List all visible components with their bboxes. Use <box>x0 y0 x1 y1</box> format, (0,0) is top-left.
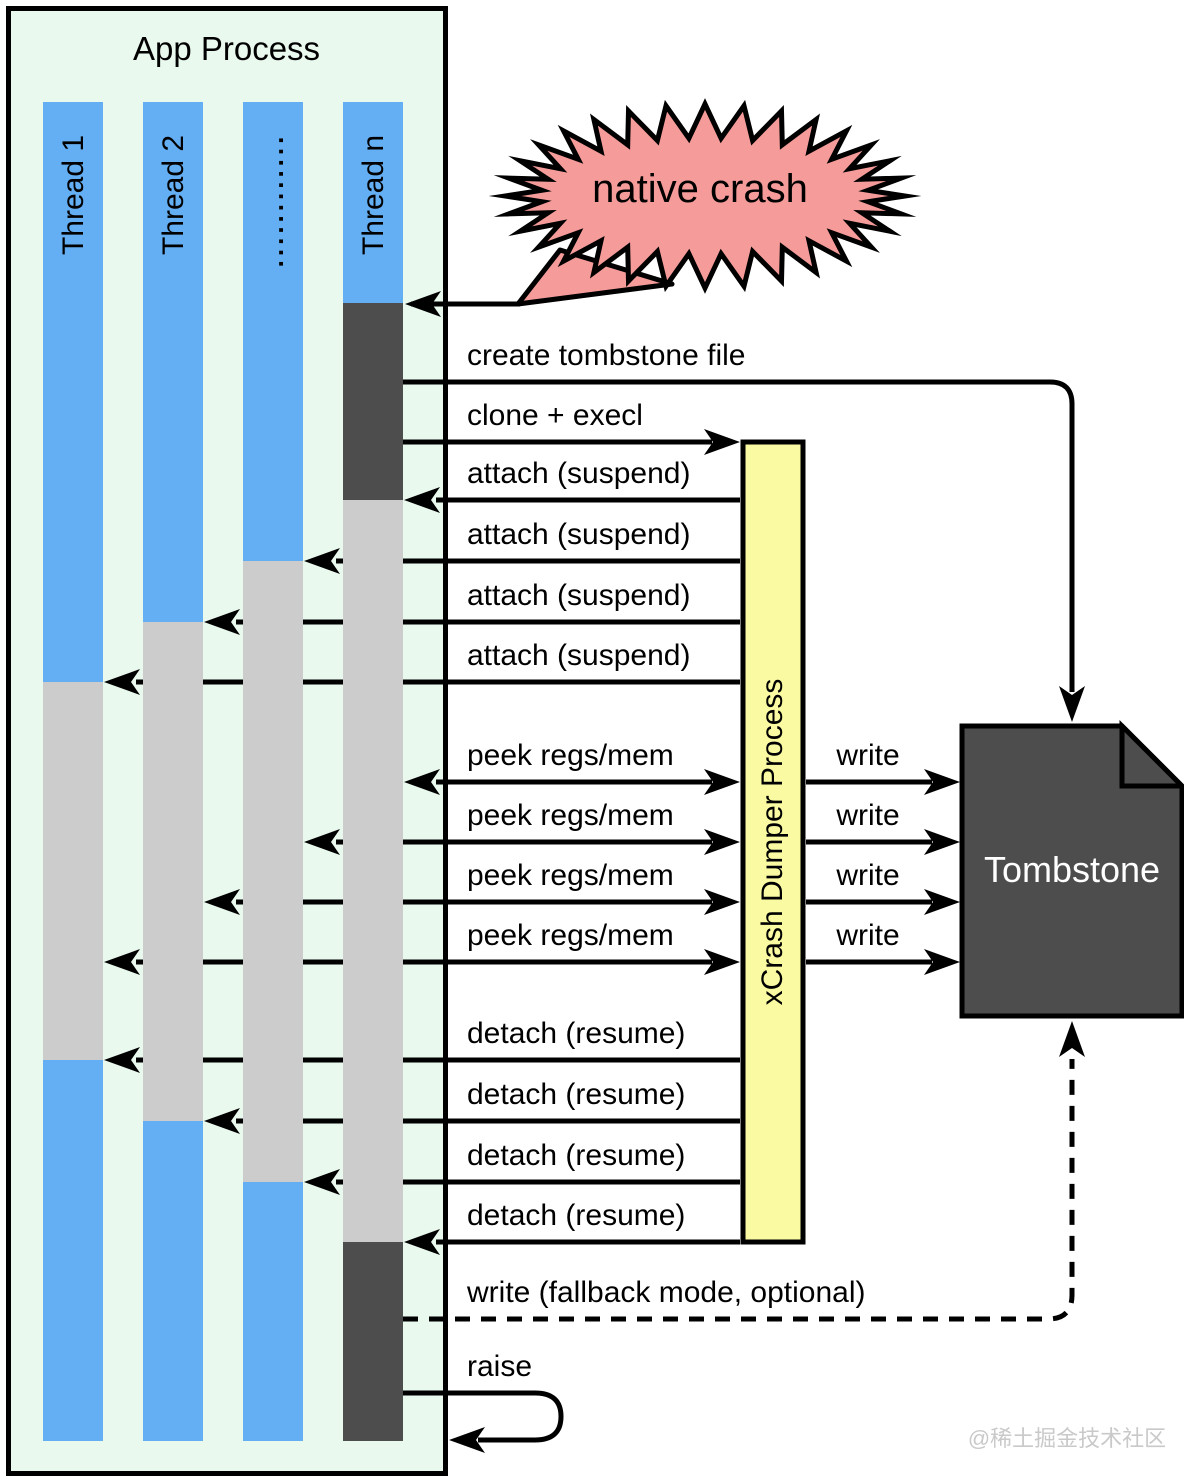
arrow-heads <box>104 291 1085 1453</box>
thread2-label: Thread 2 <box>157 134 190 256</box>
write-arrowhead-3 <box>924 889 960 915</box>
write-label-2: write <box>836 799 900 832</box>
attach-label-4: attach (suspend) <box>467 639 691 672</box>
attach-arrowhead-2 <box>304 548 340 574</box>
app-process-title: App Process <box>132 30 321 67</box>
write-label-1: write <box>836 739 900 772</box>
thread1-running-top <box>43 102 103 682</box>
peek-arrowhead-left-2 <box>304 829 340 855</box>
peek-arrowhead-left-4 <box>104 949 140 975</box>
threadn-running-top <box>343 102 403 303</box>
dumper-process-label: xCrash Dumper Process <box>756 678 789 1006</box>
write-arrowhead-1 <box>924 769 960 795</box>
thread2-running-top <box>143 102 203 622</box>
attach-label-1: attach (suspend) <box>467 457 691 490</box>
detach-arrowhead-2 <box>204 1108 240 1134</box>
peek-arrowhead-right-2 <box>704 829 740 855</box>
fallback-write-line <box>403 1059 1075 1322</box>
detach-arrowhead-4 <box>404 1229 440 1255</box>
create-tombstone-label: create tombstone file <box>467 339 746 372</box>
thread3-suspended <box>243 561 303 1182</box>
thread2-running-bottom <box>143 1121 203 1441</box>
thread1-suspended <box>43 682 103 1060</box>
raise-loop-line <box>403 1390 564 1443</box>
raise-label: raise <box>467 1350 533 1383</box>
tombstone-label: Tombstone <box>983 849 1161 890</box>
peek-label-3: peek regs/mem <box>467 859 674 892</box>
peek-label-4: peek regs/mem <box>467 919 674 952</box>
thread3-running-bottom <box>243 1182 303 1441</box>
detach-arrowhead-3 <box>304 1169 340 1195</box>
thread2-suspended <box>143 622 203 1121</box>
bubble-starburst <box>488 98 922 294</box>
attach-arrowhead-4 <box>104 669 140 695</box>
peek-arrowhead-right-3 <box>704 889 740 915</box>
attach-label-2: attach (suspend) <box>467 518 691 551</box>
thread1-running-bottom <box>43 1060 103 1441</box>
thread-bars <box>43 102 403 1441</box>
peek-arrowhead-left-3 <box>204 889 240 915</box>
peek-arrowhead-right-1 <box>704 769 740 795</box>
clone-arrowhead <box>704 429 740 455</box>
write-label-3: write <box>836 859 900 892</box>
native-crash-bubble <box>488 98 922 307</box>
tombstone-file-icon <box>959 719 1184 1019</box>
create-tombstone-line <box>403 379 1075 692</box>
tombstone-fold-corner <box>1119 719 1184 789</box>
native-crash-label: native crash <box>592 167 808 211</box>
fallback-write-label: write (fallback mode, optional) <box>467 1276 866 1309</box>
raise-arrowhead <box>449 1427 485 1453</box>
attach-arrowhead-1 <box>404 487 440 513</box>
dumper-process-box <box>740 439 806 1245</box>
detach-label-4: detach (resume) <box>467 1199 686 1232</box>
peek-label-2: peek regs/mem <box>467 799 674 832</box>
detach-label-3: detach (resume) <box>467 1139 686 1172</box>
write-arrowhead-2 <box>924 829 960 855</box>
threadn-crash-bottom <box>343 1242 403 1441</box>
thread3-running-top <box>243 102 303 561</box>
tombstone-body <box>959 723 1184 1019</box>
create-arrowhead <box>1059 686 1085 722</box>
watermark: @稀土掘金技术社区 <box>967 1426 1167 1451</box>
detach-label-1: detach (resume) <box>467 1017 686 1050</box>
bubble-tail <box>515 247 675 307</box>
native-crash-arrowhead <box>405 291 441 317</box>
threadn-label: Thread n <box>357 134 390 256</box>
detach-arrowhead-1 <box>104 1047 140 1073</box>
fallback-arrowhead <box>1059 1021 1085 1057</box>
threadn-suspended <box>343 500 403 1242</box>
peek-arrowhead-right-4 <box>704 949 740 975</box>
attach-arrowhead-3 <box>204 609 240 635</box>
write-arrowhead-4 <box>924 949 960 975</box>
thread-ellipsis-label: ............ <box>259 132 289 268</box>
threadn-crash-handler <box>343 303 403 500</box>
peek-arrowhead-left-1 <box>404 769 440 795</box>
detach-label-2: detach (resume) <box>467 1078 686 1111</box>
clone-execl-label: clone + execl <box>467 399 643 432</box>
thread1-label: Thread 1 <box>57 134 90 256</box>
attach-label-3: attach (suspend) <box>467 579 691 612</box>
write-label-4: write <box>836 919 900 952</box>
peek-label-1: peek regs/mem <box>467 739 674 772</box>
